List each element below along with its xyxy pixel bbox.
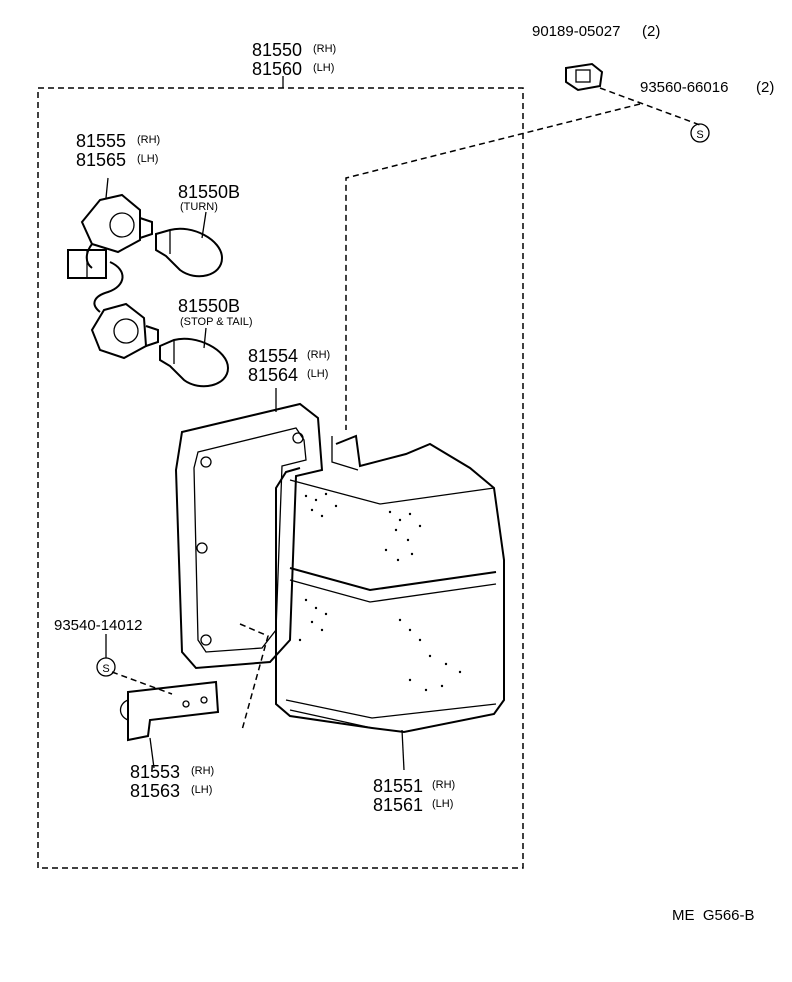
screw-top-qty: (2) (756, 79, 774, 96)
bulb-stop-note: (STOP & TAIL) (180, 316, 253, 328)
gasket-icon (174, 388, 324, 670)
gasket-suffix-rh: (RH) (307, 349, 330, 361)
lens-suffix-rh: (RH) (432, 779, 455, 791)
gasket-suffix-lh: (LH) (307, 368, 328, 380)
bulb-stop-number: 81550B (178, 296, 240, 316)
screw-top-number: 93560-66016 (640, 79, 728, 96)
turn-bulb-icon (155, 211, 224, 278)
stop-bulb-icon (159, 327, 230, 388)
lens-number-lh: 81561 (373, 795, 423, 815)
socket-suffix-rh: (RH) (137, 134, 160, 146)
nut-clip-icon (565, 62, 604, 92)
nut-number: 90189-05027 (532, 23, 620, 40)
screw-left-symbol: S (102, 663, 109, 675)
assembly-number-rh: 81550 (252, 40, 302, 60)
bulb-turn-note: (TURN) (180, 201, 218, 213)
screw-symbol-left-icon (96, 634, 116, 677)
bracket-number-lh: 81563 (130, 781, 180, 801)
socket-harness-icon (67, 177, 159, 360)
bulb-turn-number: 81550B (178, 182, 240, 202)
socket-suffix-lh: (LH) (137, 153, 158, 165)
bracket-dashed-leader (239, 623, 269, 731)
lens-suffix-lh: (LH) (432, 798, 453, 810)
screw-symbol-icon (690, 123, 710, 143)
fastener-dashed-leader (345, 103, 641, 430)
bracket-suffix-lh: (LH) (191, 784, 212, 796)
screw-left-number: 93540-14012 (54, 617, 142, 634)
assembly-number-lh: 81560 (252, 59, 302, 79)
gasket-number-rh: 81554 (248, 346, 298, 366)
bracket-icon (119, 680, 220, 769)
lens-number-rh: 81551 (373, 776, 423, 796)
nut-qty: (2) (642, 23, 660, 40)
socket-number-rh: 81555 (76, 131, 126, 151)
socket-number-lh: 81565 (76, 150, 126, 170)
lens-body-icon (275, 434, 505, 771)
assembly-boundary (37, 87, 524, 869)
bracket-number-rh: 81553 (130, 762, 180, 782)
screw-top-symbol: S (696, 129, 703, 141)
assembly-suffix-rh: (RH) (313, 43, 336, 55)
diagram-code: ME G566-B (672, 907, 755, 924)
gasket-number-lh: 81564 (248, 365, 298, 385)
bracket-suffix-rh: (RH) (191, 765, 214, 777)
screw-left-dashed-leader (111, 671, 173, 695)
screw-dashed-leader (599, 87, 701, 126)
assembly-suffix-lh: (LH) (313, 62, 334, 74)
